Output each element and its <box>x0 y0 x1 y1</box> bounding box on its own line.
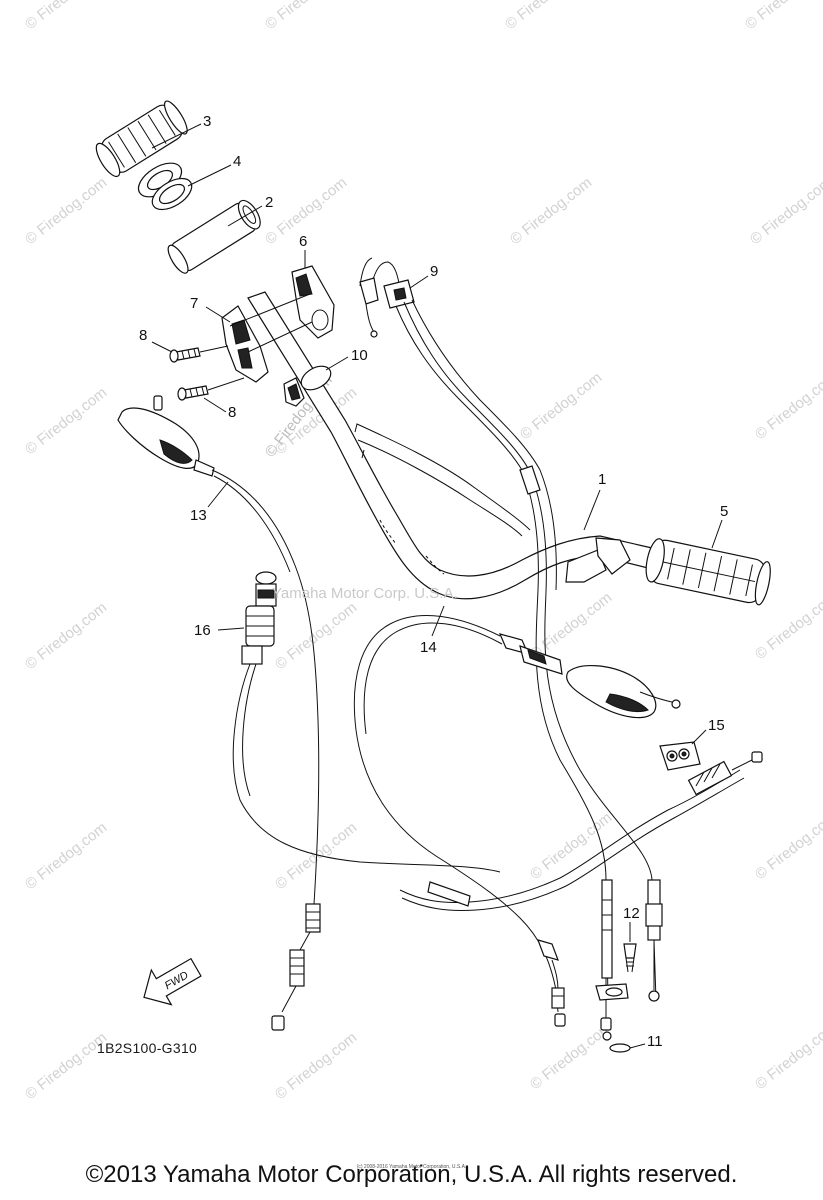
watermark: © Firedog.com <box>527 589 615 663</box>
watermark: © Firedog.com <box>517 369 605 443</box>
watermark: © Firedog.com <box>752 809 823 883</box>
callout-9: 10 <box>351 347 368 364</box>
fwd-arrow-icon: FWD <box>143 957 202 1006</box>
throttle-cable-end-b <box>645 879 663 1002</box>
watermark: © Firedog.com <box>742 0 823 33</box>
callout-8a: 8 <box>139 327 147 344</box>
watermark: © Firedog.com <box>22 819 110 893</box>
diagram-code: 1B2S100-G310 <box>97 1040 198 1056</box>
hot-start-cable <box>211 469 320 905</box>
callout-4: 4 <box>233 153 241 170</box>
hot-start-cable-end <box>271 903 321 1031</box>
hot-start-lever <box>117 395 215 477</box>
callout-14: 13 <box>190 507 207 524</box>
watermark: © Firedog.com <box>262 0 350 33</box>
cable-adjuster-16 <box>241 571 277 665</box>
throttle-cable-end-a <box>600 879 613 1041</box>
callout-16: 16 <box>194 622 211 639</box>
cable-guide-13 <box>659 741 701 771</box>
clutch-lever <box>566 665 681 719</box>
callout-12: 12 <box>623 905 640 922</box>
right-grip <box>645 538 771 606</box>
throttle-cables <box>359 257 657 1001</box>
watermark: © Firedog.com <box>22 384 110 458</box>
callout-6: 6 <box>299 233 307 250</box>
throttle-tube <box>167 199 261 274</box>
screw-lower <box>177 385 209 401</box>
watermark: © Firedog.com <box>752 1019 823 1093</box>
watermark: © Firedog.com <box>272 1029 360 1103</box>
callout-13: 15 <box>708 717 725 734</box>
center-watermark: Yamaha Motor Corp. U.S.A. <box>272 585 458 602</box>
fine-print: (c) 2008-2016 Yamaha Motor Corporation, … <box>356 1164 467 1170</box>
callout-7: 7 <box>190 295 198 312</box>
watermark: © Firedog.com <box>272 819 360 893</box>
cable-adjuster-bracket <box>595 983 629 1001</box>
o-ring-11 <box>609 1043 631 1053</box>
callout-11: 11 <box>647 1033 663 1050</box>
return-cable <box>399 751 763 911</box>
bolt-12 <box>623 943 637 973</box>
copyright-notice: ©2013 Yamaha Motor Corporation, U.S.A. A… <box>85 1161 738 1188</box>
watermark: © Firedog.com <box>752 369 823 443</box>
watermark: © Firedog.com <box>747 174 823 248</box>
watermark: © Firedog.com <box>502 0 590 33</box>
clutch-cable <box>353 614 559 1013</box>
callout-8b: 8 <box>228 404 236 421</box>
callout-2: 2 <box>265 194 273 211</box>
grip-collar <box>137 162 193 211</box>
watermark: © Firedog.com <box>507 174 595 248</box>
screw-upper <box>169 347 201 363</box>
watermark: © Firedog.com <box>22 599 110 673</box>
clutch-cable-end <box>537 939 566 1027</box>
callout-10: 9 <box>430 263 438 280</box>
callout-1: 1 <box>598 471 606 488</box>
clutch-cable-adjuster <box>498 633 563 675</box>
watermark: © Firedog.com <box>22 174 110 248</box>
watermark: © Firedog.com <box>22 0 110 33</box>
watermark: © Firedog.com <box>272 599 360 673</box>
throttle-housing-upper <box>291 265 335 339</box>
callout-5: 5 <box>720 503 728 520</box>
cable-16 <box>232 663 501 873</box>
callout-3: 3 <box>203 113 211 130</box>
brake-perch <box>565 537 631 583</box>
left-grip <box>95 100 188 178</box>
throttle-clamp <box>283 365 332 407</box>
callout-15: 14 <box>420 639 437 656</box>
